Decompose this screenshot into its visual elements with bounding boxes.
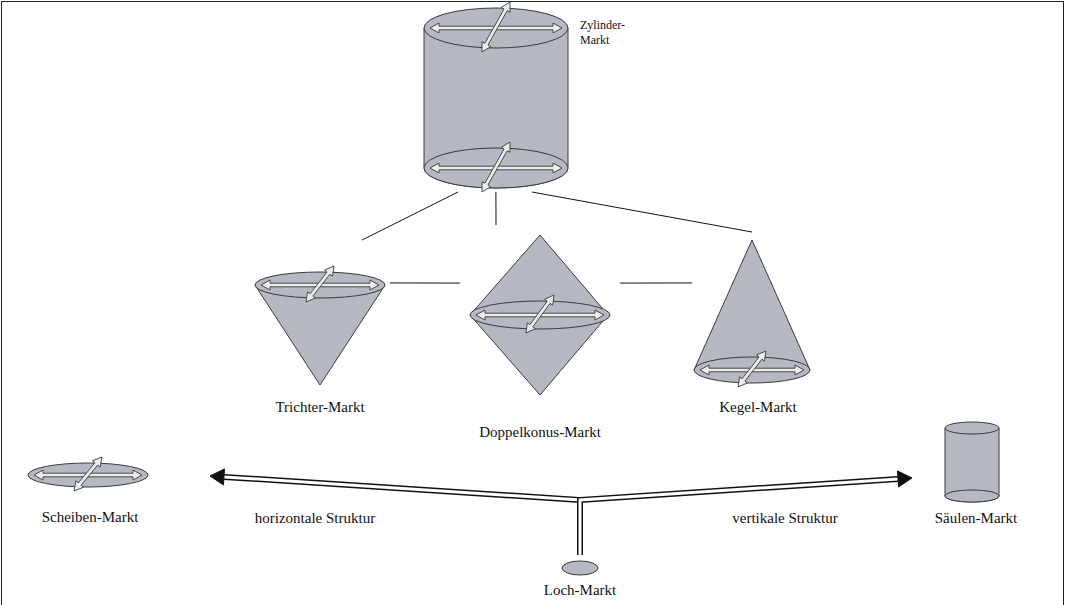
cone-body bbox=[694, 240, 810, 370]
structure-arrow bbox=[210, 469, 580, 555]
connector-line bbox=[532, 192, 752, 232]
funnel-market: Trichter-Markt bbox=[250, 240, 390, 425]
double-arrow bbox=[482, 142, 510, 192]
hole-shape bbox=[562, 561, 598, 575]
double-arrow bbox=[482, 2, 510, 52]
line-path bbox=[495, 192, 496, 225]
cylinder-market: Zylinder-Markt bbox=[420, 6, 640, 192]
node-label: Säulen-Markt bbox=[935, 509, 1017, 528]
hole-market: Loch-Markt bbox=[540, 555, 620, 602]
arrow-shaft-outer bbox=[580, 479, 898, 555]
double-arrow bbox=[306, 266, 334, 302]
line-path bbox=[390, 282, 460, 283]
line-path bbox=[620, 282, 692, 283]
shape-outline bbox=[250, 240, 390, 425]
cylinder-bottom bbox=[945, 490, 999, 502]
double-arrow bbox=[526, 295, 554, 333]
connector-line bbox=[362, 192, 458, 240]
double-cone-market: Doppelkonus-Markt bbox=[460, 225, 620, 445]
disc-market: Scheiben-Markt bbox=[20, 458, 210, 530]
double-arrow bbox=[74, 457, 102, 491]
cylinder-body bbox=[945, 428, 999, 502]
node-label: Scheiben-Markt bbox=[42, 508, 139, 527]
cone-market: Kegel-Markt bbox=[692, 232, 816, 422]
line-path bbox=[362, 192, 458, 240]
arrow-head bbox=[898, 471, 912, 487]
double-cone-body bbox=[470, 235, 608, 395]
double-arrow bbox=[738, 351, 766, 387]
node-label: Trichter-Markt bbox=[275, 398, 364, 417]
node-label: Zylinder-Markt bbox=[580, 18, 638, 48]
shape-outline bbox=[460, 225, 620, 445]
connector-line bbox=[495, 192, 496, 225]
edge-label: horizontale Struktur bbox=[252, 509, 378, 528]
arrow-shaft-inner bbox=[224, 477, 580, 555]
line-path bbox=[532, 192, 752, 232]
arrow-shaft-inner bbox=[580, 479, 898, 555]
edge-label: vertikale Struktur bbox=[729, 509, 840, 528]
cylinder-top bbox=[945, 422, 999, 434]
connector-line bbox=[390, 282, 460, 283]
connector-line bbox=[620, 282, 692, 283]
arrow-shaft-outer bbox=[224, 477, 580, 555]
arrow-head bbox=[210, 469, 224, 485]
structure-arrow bbox=[580, 471, 912, 555]
node-label: Loch-Markt bbox=[544, 581, 616, 600]
shape-outline bbox=[692, 232, 816, 422]
node-label: Doppelkonus-Markt bbox=[479, 423, 601, 442]
node-label: Kegel-Markt bbox=[719, 398, 796, 417]
column-market: Säulen-Markt bbox=[912, 420, 1040, 530]
funnel-body bbox=[255, 285, 385, 385]
